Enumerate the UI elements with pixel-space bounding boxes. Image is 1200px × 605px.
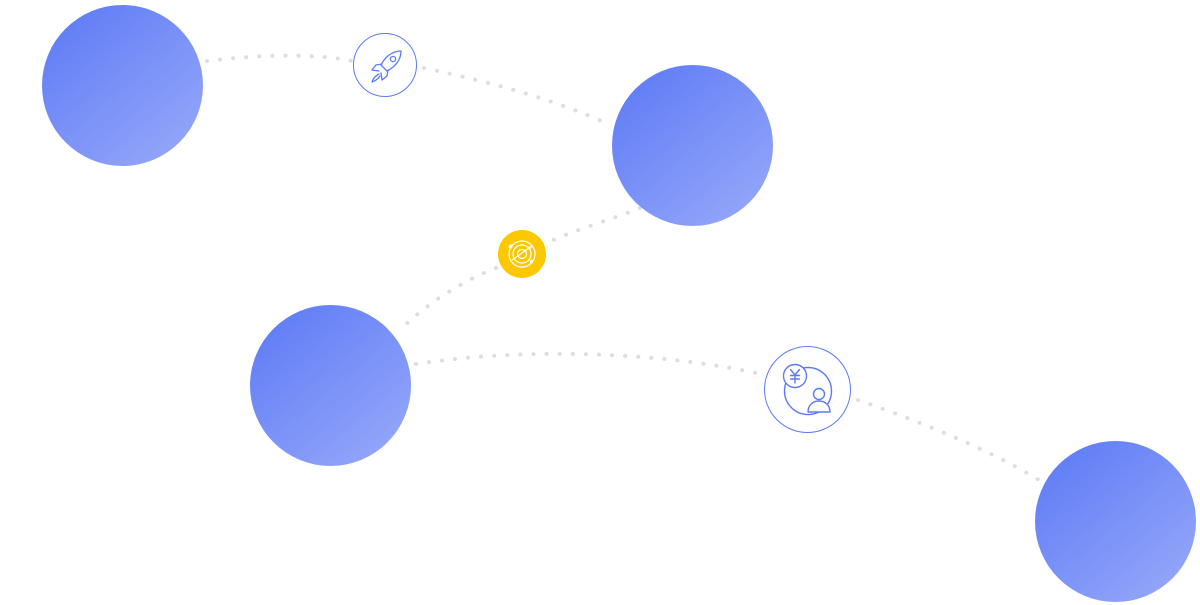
- orbit-badge: [498, 230, 546, 278]
- rocket-badge: [353, 33, 417, 97]
- connector-node1-node2: [205, 53, 610, 126]
- rocket-icon: [371, 50, 402, 83]
- connector-node2-node3: [398, 206, 642, 332]
- diagram-node-2: [612, 65, 773, 226]
- connector-node3-node4: [414, 351, 1044, 484]
- diagram-node-4: [1035, 441, 1196, 602]
- diagram-node-3: [250, 305, 411, 466]
- yuan-user-badge: [764, 346, 851, 433]
- yuan-user-icon: [782, 363, 833, 416]
- orbit-icon: [508, 240, 536, 268]
- diagram-node-1: [42, 5, 203, 166]
